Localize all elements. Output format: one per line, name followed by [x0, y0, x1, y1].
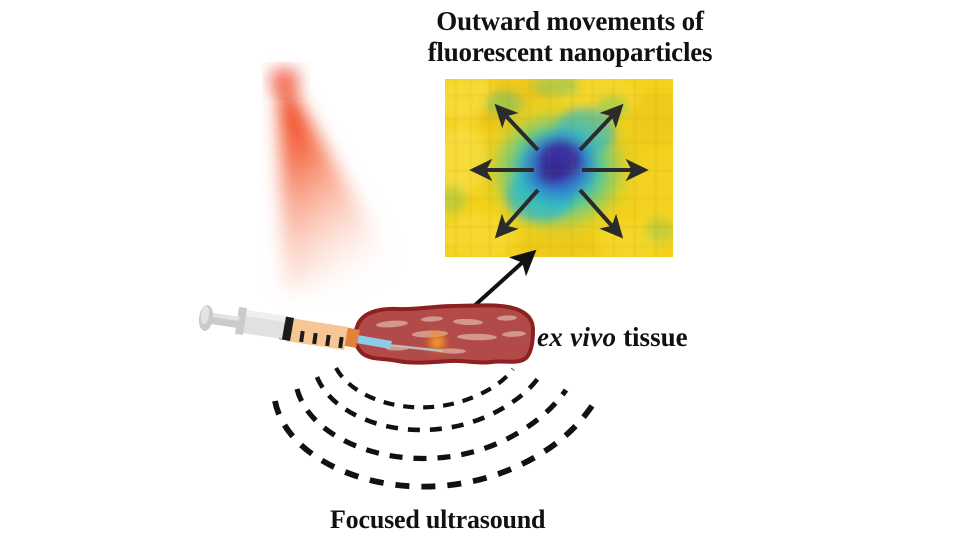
plunger-rod-highlight: [205, 312, 240, 321]
ultrasound-beam-cone: [271, 69, 405, 292]
needle-hub: [350, 334, 392, 349]
beam-apex-glow: [271, 69, 299, 91]
ex-vivo-tissue: [352, 303, 535, 365]
title-line-1: Outward movements of: [436, 6, 704, 36]
title-line-2: fluorescent nanoparticles: [427, 37, 713, 68]
beam-cone-shape: [279, 70, 405, 292]
wavefront-arc-4: [272, 400, 597, 490]
focused-ultrasound-label: Focused ultrasound: [330, 505, 546, 534]
outward-movement-arrows: [469, 103, 649, 239]
syringe-ticks: [299, 330, 344, 349]
arrow-upper-right: [578, 103, 624, 152]
fluorescence-image-panel: [445, 79, 673, 257]
syringe: [198, 305, 444, 353]
page-title: Outward movements of fluorescent nanopar…: [400, 6, 740, 69]
injection-spot: [426, 330, 448, 354]
arrow-upper-left: [494, 103, 540, 152]
wavefront-arc-2: [314, 375, 541, 433]
tissue-label: ex vivo tissue: [537, 322, 688, 353]
wavefront-arc-3: [294, 388, 569, 462]
tissue-label-word: tissue: [623, 322, 688, 352]
wavefront-arc-1: [334, 366, 515, 410]
arrow-lower-left: [494, 188, 540, 239]
arrow-lower-right: [578, 188, 624, 239]
fluorescence-speckle: [445, 79, 673, 257]
ultrasound-wavefronts: [272, 366, 597, 490]
tissue-label-italic: ex vivo: [537, 322, 617, 352]
barrel-highlight: [239, 309, 286, 322]
thumb-flange-highlight: [200, 306, 210, 324]
